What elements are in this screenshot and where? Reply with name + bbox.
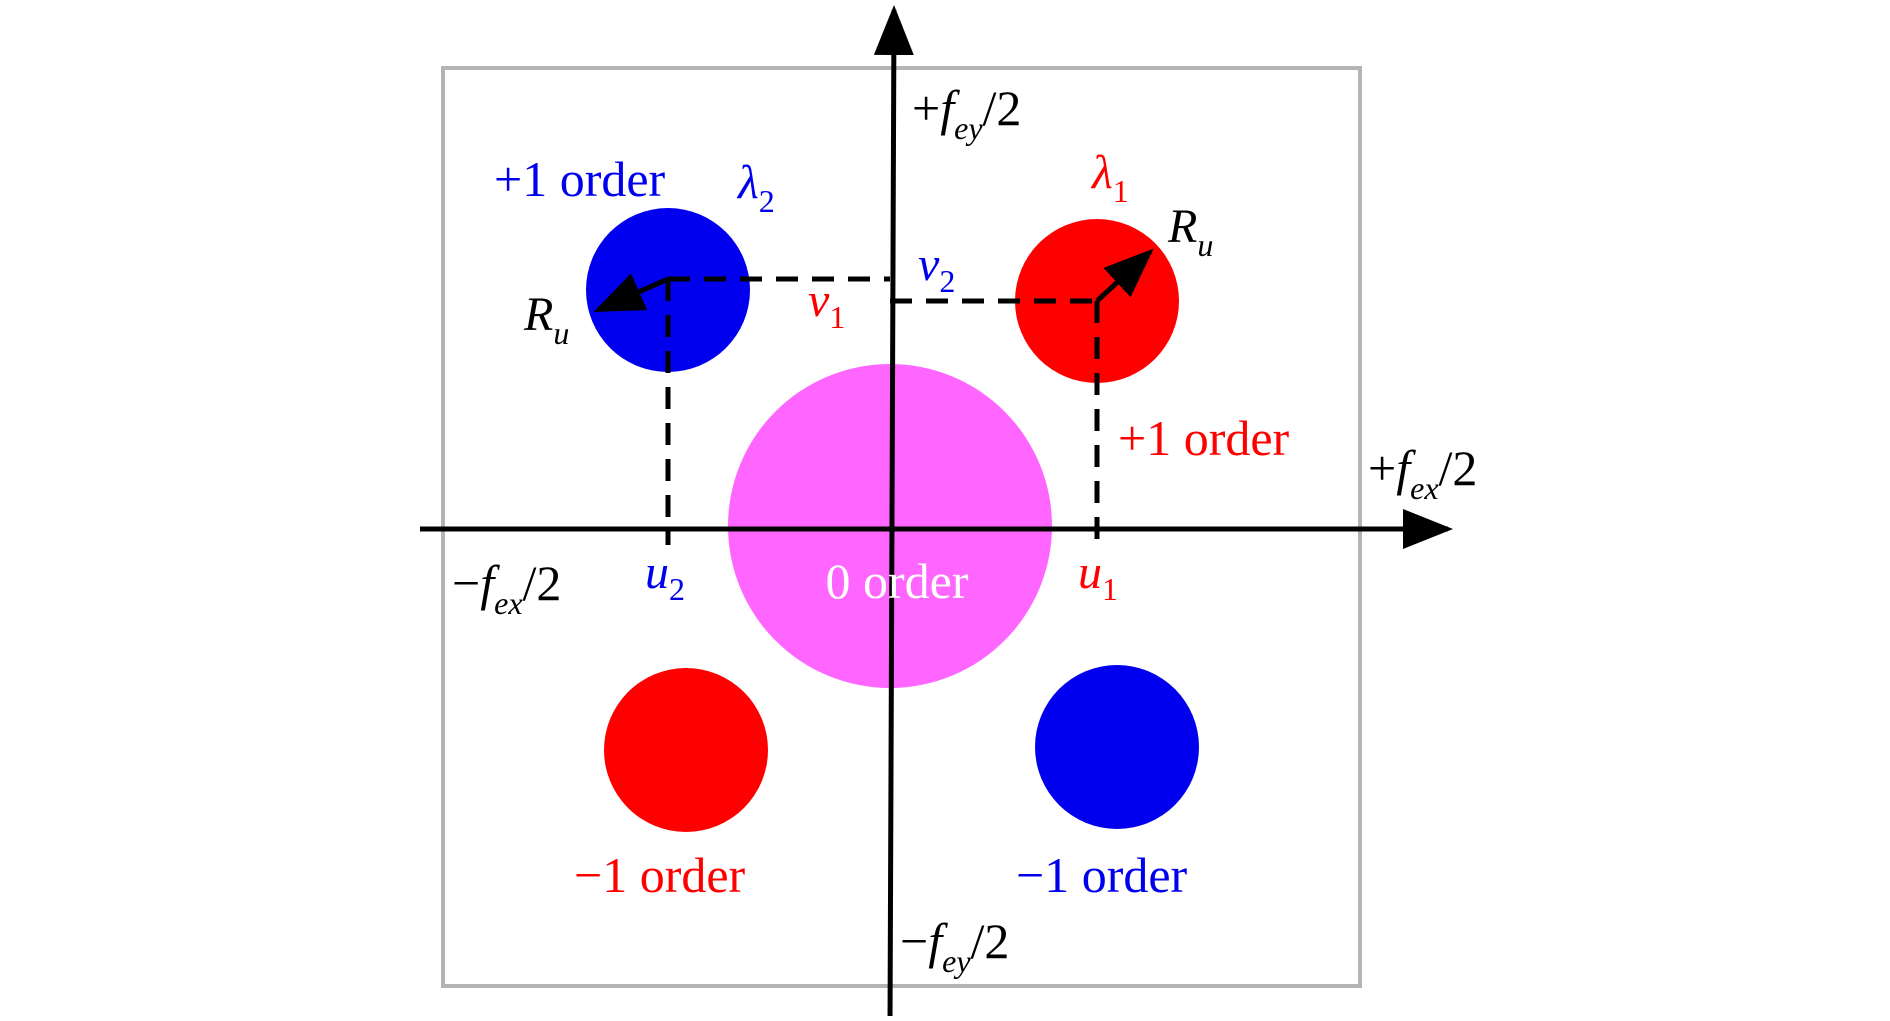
y-axis: [873, 5, 914, 1021]
ru-label-left: Ru: [523, 288, 569, 351]
y-bottom-label: −fey/2: [900, 913, 1009, 979]
lambda2-minus1-spot: [1035, 665, 1199, 829]
y-top-label: +fey/2: [912, 80, 1021, 146]
lambda1-minus1-spot: [604, 668, 768, 832]
ru-arrow-left: [593, 273, 670, 313]
plus1-order-blue-label: +1 order: [494, 151, 666, 207]
x-left-label: −fex/2: [452, 555, 561, 621]
lambda2-label: λ2: [736, 156, 775, 219]
u2-label: u2: [645, 546, 685, 607]
minus1-order-red-label: −1 order: [574, 847, 746, 903]
v1-label: v1: [808, 274, 845, 335]
lambda1-label: λ1: [1090, 146, 1129, 209]
ru-label-right: Ru: [1167, 200, 1213, 263]
dashed-guides: [665, 276, 1100, 545]
v2-label: v2: [918, 238, 955, 299]
x-right-label: +fex/2: [1368, 440, 1477, 506]
ru-arrow-right: [1095, 248, 1154, 303]
plus1-order-red-label: +1 order: [1118, 410, 1290, 466]
u1-label: u1: [1078, 546, 1118, 607]
zero-order-label: 0 order: [826, 553, 969, 609]
minus1-order-blue-label: −1 order: [1016, 847, 1188, 903]
